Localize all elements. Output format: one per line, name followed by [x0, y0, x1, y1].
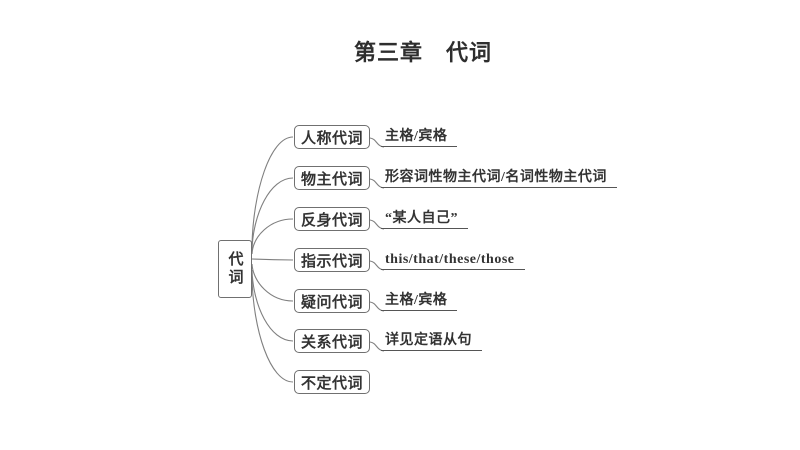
- branch-label: 疑问代词: [300, 294, 363, 311]
- branch-box-demonstrative-pronoun: 指示代词: [294, 248, 370, 272]
- leaf-label-reflexive-meaning: “某人自己”: [381, 210, 468, 229]
- root-node-label: 代词: [226, 251, 243, 287]
- connector-root-indefinite: [251, 276, 294, 383]
- branch-label: 反身代词: [300, 212, 363, 229]
- branch-label: 指示代词: [300, 253, 363, 270]
- branch-label: 人称代词: [300, 130, 363, 147]
- root-node-pronoun: 代词: [218, 240, 252, 298]
- connector-root-relative: [251, 269, 294, 342]
- branch-label: 不定代词: [300, 375, 363, 392]
- connector-root-reflexive: [251, 218, 294, 255]
- branch-box-reflexive-pronoun: 反身代词: [294, 207, 370, 231]
- page-title: 第三章 代词: [354, 40, 493, 65]
- leaf-label-personal-cases: 主格/宾格: [381, 128, 458, 147]
- connector-root-personal: [251, 136, 294, 247]
- leaf-label-demonstrative-words: this/that/these/those: [381, 251, 525, 270]
- branch-box-interrogative-pronoun: 疑问代词: [294, 289, 370, 313]
- branch-label: 物主代词: [300, 171, 363, 188]
- leaf-label-interrogative-cases: 主格/宾格: [381, 292, 458, 311]
- branch-box-relative-pronoun: 关系代词: [294, 329, 370, 353]
- branch-box-possessive-pronoun: 物主代词: [294, 166, 370, 190]
- leaf-label-possessive-types: 形容词性物主代词/名词性物主代词: [381, 169, 617, 188]
- branch-box-personal-pronoun: 人称代词: [294, 125, 370, 149]
- branch-label: 关系代词: [300, 334, 363, 351]
- connector-root-interrogative: [251, 263, 294, 302]
- branch-box-indefinite-pronoun: 不定代词: [294, 370, 370, 394]
- connector-root-possessive: [251, 177, 294, 251]
- leaf-label-relative-note: 详见定语从句: [381, 332, 482, 351]
- connector-root-demonstrative: [251, 258, 294, 261]
